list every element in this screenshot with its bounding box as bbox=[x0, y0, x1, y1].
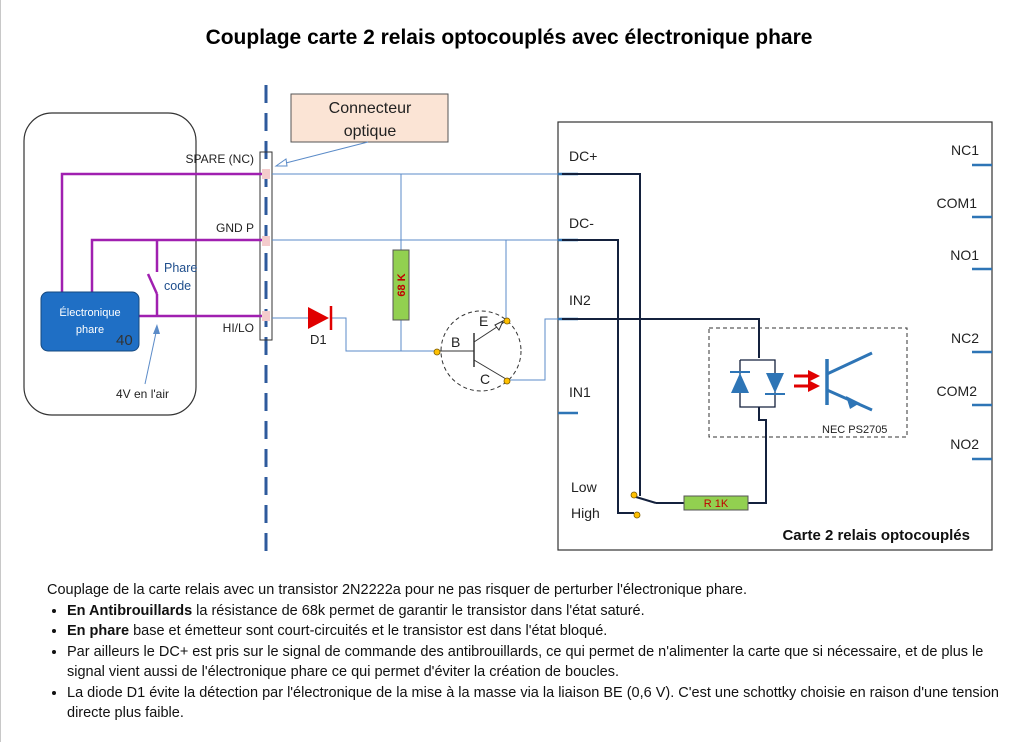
base-label: B bbox=[451, 334, 460, 350]
page-left-border bbox=[0, 0, 1, 742]
transistor-circle bbox=[440, 310, 522, 392]
notes-list: En Antibrouillards la résistance de 68k … bbox=[47, 601, 1007, 724]
wire-gnd-purple bbox=[90, 238, 262, 300]
wire-leds-bottom bbox=[748, 407, 767, 504]
notes: Couplage de la carte relais avec un tran… bbox=[47, 580, 1007, 724]
electronique-phare-box bbox=[40, 291, 140, 352]
note-antibrouillards: En Antibrouillards la résistance de 68k … bbox=[67, 601, 1007, 622]
light-arrow-2-head bbox=[808, 380, 820, 392]
wire-d1-to-base bbox=[332, 317, 436, 352]
wire-spare-purple bbox=[60, 172, 262, 300]
phototransistor-emitter-arrow bbox=[846, 396, 860, 409]
com2-label: COM2 bbox=[937, 383, 978, 399]
phare-code-label-1: Phare bbox=[164, 261, 197, 275]
transistor-emitter-arrow bbox=[494, 319, 505, 331]
phare-code-switch bbox=[146, 273, 159, 295]
air-pointer bbox=[144, 327, 158, 385]
low-high-switch bbox=[635, 496, 657, 504]
nec-label: NEC PS2705 bbox=[822, 424, 887, 436]
gnd-label: GND P bbox=[216, 221, 254, 235]
note-diode: La diode D1 évite la détection par l'éle… bbox=[67, 683, 1007, 724]
switch-low-dot bbox=[630, 491, 638, 499]
diode-d1 bbox=[308, 307, 329, 329]
air-pointer-head bbox=[153, 324, 160, 334]
wire-collector-to-in2 bbox=[508, 318, 560, 381]
carte-label: Carte 2 relais optocouplés bbox=[782, 527, 970, 544]
note-antibrouillards-bold: En Antibrouillards bbox=[67, 602, 193, 619]
nc1-label: NC1 bbox=[951, 142, 979, 158]
d1-label: D1 bbox=[310, 332, 327, 347]
com1-label: COM1 bbox=[937, 195, 978, 211]
page-title: Couplage carte 2 relais optocouplés avec… bbox=[205, 26, 813, 49]
transistor-base-dot bbox=[433, 348, 441, 356]
in1-label: IN1 bbox=[569, 384, 591, 400]
air-label: 4V en l'air bbox=[116, 387, 169, 401]
dcplus-label: DC+ bbox=[569, 148, 597, 164]
light-arrow-1-head bbox=[808, 370, 820, 382]
transistor-emitter-dot bbox=[503, 317, 511, 325]
led-frame bbox=[739, 359, 776, 408]
wire-dcminus-dark bbox=[562, 239, 634, 514]
resistor-1k-label: R 1K bbox=[704, 498, 729, 510]
emitter-label: E bbox=[479, 313, 488, 329]
resistor-68k bbox=[392, 249, 410, 321]
connecteur-pointer bbox=[277, 141, 369, 166]
circuit-diagram: Connecteur optique SPARE (NC) GND P HI/L… bbox=[23, 85, 993, 555]
electronique-label-2: phare bbox=[76, 324, 104, 336]
collector-label: C bbox=[480, 371, 490, 387]
dcminus-label: DC- bbox=[569, 215, 594, 231]
no2-label: NO2 bbox=[950, 436, 979, 452]
low-label: Low bbox=[571, 479, 598, 495]
connecteur-pointer-head bbox=[274, 158, 288, 167]
connector-pin-block bbox=[259, 151, 273, 341]
wire-dcplus-dark bbox=[562, 173, 641, 496]
pin-number-40: 40 bbox=[116, 332, 133, 349]
connector-pin-hilo bbox=[262, 311, 270, 321]
optocoupler-box bbox=[708, 327, 908, 438]
note-phare-text: base et émetteur sont court-circuités et… bbox=[129, 623, 608, 639]
led-left bbox=[731, 373, 749, 393]
connecteur-optique-box bbox=[290, 93, 449, 143]
resistor-1k bbox=[683, 495, 749, 511]
connector-pin-gnd bbox=[262, 236, 270, 246]
phototransistor-collector bbox=[826, 351, 873, 376]
phare-code-label-2: code bbox=[164, 279, 191, 293]
note-dcplus: Par ailleurs le DC+ est pris sur le sign… bbox=[67, 642, 1007, 683]
no1-label: NO1 bbox=[950, 247, 979, 263]
wire-in2-dark bbox=[562, 318, 760, 358]
note-antibrouillards-text: la résistance de 68k permet de garantir … bbox=[192, 602, 645, 619]
switch-high-dot bbox=[633, 511, 641, 519]
in2-label: IN2 bbox=[569, 292, 591, 308]
note-phare-bold: En phare bbox=[67, 623, 130, 639]
connecteur-label-1: Connecteur bbox=[329, 100, 412, 117]
spare-label: SPARE (NC) bbox=[186, 152, 254, 166]
transistor-collector-dot bbox=[503, 377, 511, 385]
phare-module-box bbox=[23, 112, 197, 416]
notes-intro: Couplage de la carte relais avec un tran… bbox=[47, 582, 747, 598]
hilo-label: HI/LO bbox=[223, 321, 254, 335]
high-label: High bbox=[571, 505, 600, 521]
relay-board-box bbox=[557, 121, 993, 551]
resistor-68k-label: 68 K bbox=[396, 273, 408, 296]
connector-pin-spare bbox=[262, 169, 270, 179]
transistor-collector-lead bbox=[473, 359, 507, 380]
electronique-label-1: Électronique bbox=[59, 306, 120, 319]
led-right bbox=[766, 373, 784, 393]
connecteur-label-2: optique bbox=[344, 123, 397, 140]
note-phare: En phare base et émetteur sont court-cir… bbox=[67, 621, 1007, 642]
nc2-label: NC2 bbox=[951, 330, 979, 346]
